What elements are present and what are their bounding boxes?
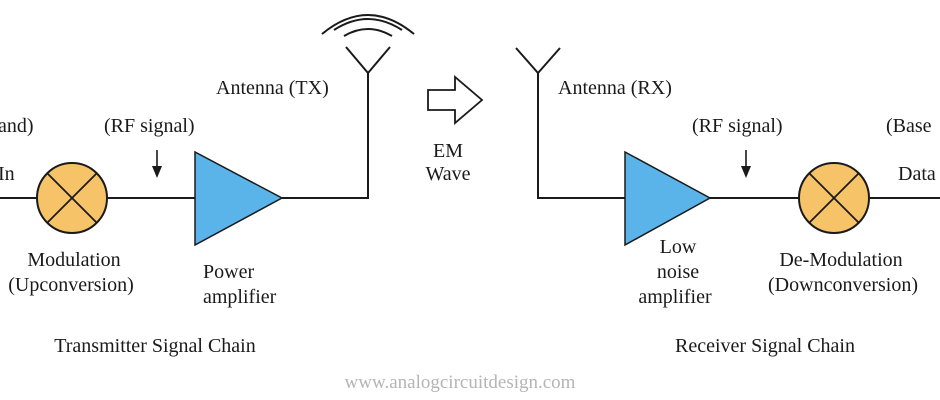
tx-antenna-icon <box>321 14 415 74</box>
tx-antenna-label: Antenna (TX) <box>216 77 329 99</box>
tx-rf-signal-arrow <box>152 150 162 178</box>
em-wave-label-line1: EM <box>433 140 463 162</box>
upconversion-label: (Upconversion) <box>8 274 134 296</box>
transmitter-chain-title: Transmitter Signal Chain <box>54 335 255 357</box>
power-amp-label-line2: amplifier <box>203 286 277 308</box>
rx-rf-signal-label: (RF signal) <box>692 115 783 137</box>
em-wave-group: EM Wave <box>425 75 484 185</box>
lna-label-line2: noise <box>657 261 699 283</box>
low-noise-amplifier-icon <box>624 150 712 247</box>
em-wave-label-line2: Wave <box>425 163 470 185</box>
power-amp-label-line1: Power <box>203 261 254 283</box>
tx-data-in-label: In <box>0 163 15 185</box>
em-wave-arrow-icon <box>427 75 484 125</box>
tx-antenna-feed-wire <box>282 73 369 199</box>
lna-label-line3: amplifier <box>638 286 712 308</box>
lna-label-line1: Low <box>660 236 697 258</box>
modulation-label: Modulation <box>27 249 120 271</box>
rx-antenna-label: Antenna (RX) <box>558 77 672 99</box>
rx-antenna-icon <box>515 47 561 74</box>
watermark-text: www.analogcircuitdesign.com <box>345 372 576 393</box>
tx-baseband-label: and) <box>0 115 34 137</box>
receiver-chain: Antenna (RX) (RF signal) Low noise ampli… <box>515 47 940 357</box>
rx-baseband-label: (Base <box>886 115 932 137</box>
rx-data-out-label: Data <box>898 163 936 185</box>
modulator-mixer-icon <box>36 162 108 234</box>
receiver-chain-title: Receiver Signal Chain <box>675 335 855 357</box>
demodulation-label: De-Modulation <box>779 249 902 271</box>
transmitter-chain: and) In (RF signal) Modulation (Upconver… <box>0 14 415 357</box>
demodulator-mixer-icon <box>798 162 870 234</box>
downconversion-label: (Downconversion) <box>768 274 918 296</box>
power-amplifier-icon <box>194 150 284 247</box>
rx-antenna-feed-wire <box>537 73 625 199</box>
rx-rf-signal-arrow <box>741 150 751 178</box>
tx-rf-signal-label: (RF signal) <box>104 115 195 137</box>
